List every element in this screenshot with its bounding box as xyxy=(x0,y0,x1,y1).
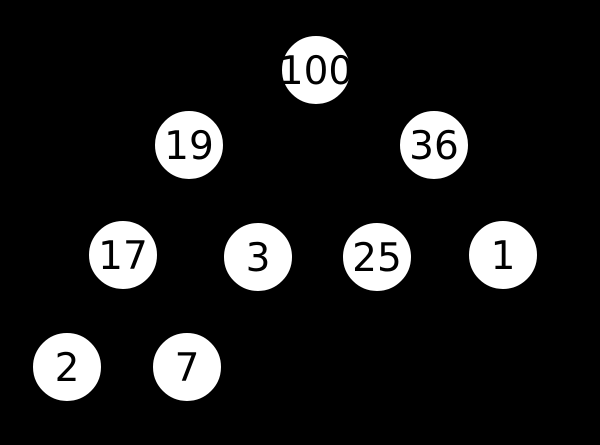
tree-node-100: 100 xyxy=(279,34,353,106)
tree-node-7: 7 xyxy=(151,331,223,403)
tree-node-label: 2 xyxy=(55,346,80,391)
tree-node-17: 17 xyxy=(87,219,159,291)
tree-node-circle xyxy=(467,219,539,291)
tree-node-2: 2 xyxy=(31,331,103,403)
tree-node-circle xyxy=(341,221,413,293)
tree-node-label: 7 xyxy=(175,346,200,391)
tree-node-36: 36 xyxy=(398,109,470,181)
tree-node-label: 100 xyxy=(279,49,353,94)
tree-node-circle xyxy=(151,331,223,403)
tree-node-label: 1 xyxy=(491,234,516,279)
tree-nodes: 100 19 36 17 3 25 1 2 7 xyxy=(31,34,539,403)
tree-node-label: 36 xyxy=(409,124,459,169)
tree-node-25: 25 xyxy=(341,221,413,293)
tree-node-circle xyxy=(153,109,225,181)
tree-node-circle xyxy=(31,331,103,403)
tree-node-label: 25 xyxy=(352,236,402,281)
tree-node-circle xyxy=(222,221,294,293)
tree-node-3: 3 xyxy=(222,221,294,293)
tree-node-label: 3 xyxy=(246,236,271,281)
tree-node-label: 17 xyxy=(98,234,148,279)
tree-node-circle xyxy=(87,219,159,291)
tree-node-circle xyxy=(280,34,352,106)
tree-node-19: 19 xyxy=(153,109,225,181)
tree-node-circle xyxy=(398,109,470,181)
tree-node-1: 1 xyxy=(467,219,539,291)
tree-node-label: 19 xyxy=(164,124,214,169)
